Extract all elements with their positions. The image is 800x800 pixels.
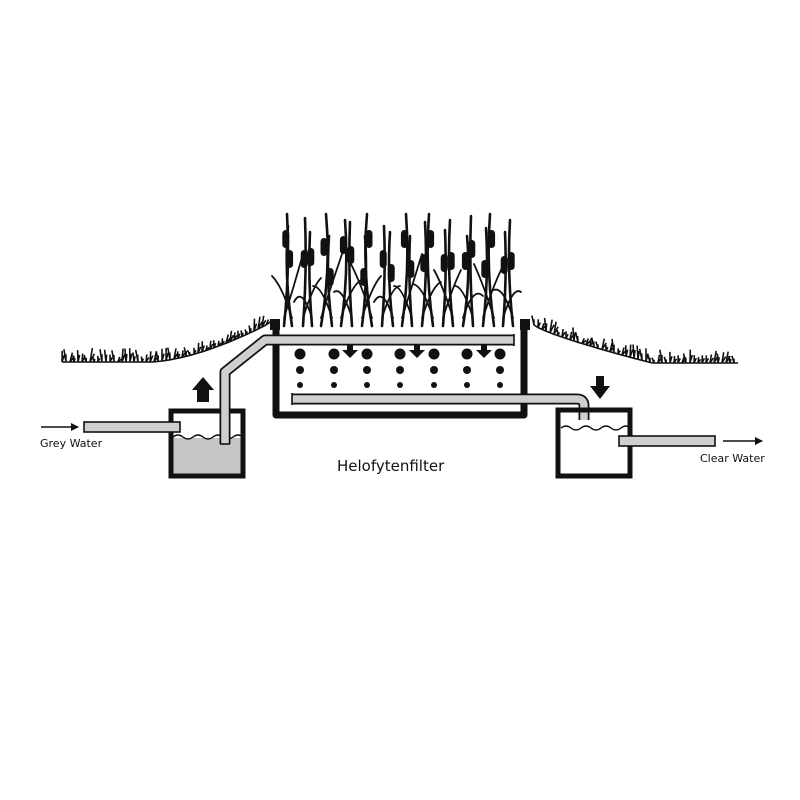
reed-leaf — [412, 283, 434, 319]
ground-line — [533, 324, 738, 364]
grey-water-label: Grey Water — [40, 437, 103, 450]
cattail-head — [307, 248, 315, 266]
gravel-layer — [294, 348, 506, 388]
reed-leaf — [482, 267, 503, 319]
cattail-head — [461, 252, 469, 270]
grass-right — [531, 315, 738, 364]
gravel-stone-medium — [496, 366, 504, 374]
reed-leaf — [302, 277, 322, 319]
reed-leaf — [454, 285, 474, 319]
cattail-head — [468, 240, 476, 258]
grey-water-tank-water — [173, 438, 242, 474]
ground-line — [62, 324, 267, 363]
grass-blades — [531, 315, 735, 364]
basin-rim-right — [520, 319, 530, 330]
cattail-head — [420, 254, 428, 272]
inlet-pipe — [83, 421, 181, 433]
cattail-head — [365, 230, 373, 248]
reed-leaf — [320, 253, 343, 319]
down-arrow-1 — [342, 343, 358, 358]
grass-left — [61, 315, 271, 363]
gravel-stone-small — [464, 382, 470, 388]
cattail-head — [300, 250, 308, 268]
reed-leaf — [473, 263, 495, 319]
lift-pipe — [221, 336, 514, 444]
reed-leaf — [381, 285, 401, 319]
gravel-stone-large — [461, 348, 473, 360]
cattail-head — [427, 230, 435, 248]
outlet-pipe — [618, 435, 716, 447]
reed-leaf — [393, 285, 413, 319]
gravel-stone-small — [364, 382, 370, 388]
cattail-head — [339, 236, 347, 254]
reed-plants — [271, 212, 522, 328]
reed-leaf — [442, 269, 462, 319]
reed-leaf — [462, 292, 484, 319]
gravel-stone-medium — [396, 366, 404, 374]
cattail-head — [447, 252, 455, 270]
cattail-head — [407, 260, 415, 278]
gravel-stone-medium — [296, 366, 304, 374]
cattail-head — [326, 268, 334, 286]
reed-leaf — [401, 253, 423, 319]
clear-water-tank-surface — [560, 425, 632, 431]
gravel-stone-medium — [430, 366, 438, 374]
cattail-head — [400, 230, 408, 248]
reed-leaf — [312, 285, 333, 319]
basin-rim-left — [270, 319, 280, 330]
gravel-stone-small — [331, 382, 337, 388]
gravel-stone-large — [494, 348, 506, 360]
grass-blades — [61, 315, 271, 363]
gravel-stone-medium — [463, 366, 471, 374]
filter-basin — [272, 322, 528, 419]
helofytenfilter-label: Helofytenfilter — [337, 457, 445, 475]
gravel-stone-large — [361, 348, 373, 360]
cattail-head — [379, 250, 387, 268]
grey-water-tank-surface — [172, 434, 244, 440]
reed-stem — [461, 234, 470, 328]
clear-water-label: Clear Water — [700, 452, 765, 465]
drain-pipe — [292, 395, 588, 420]
reed-leaf — [502, 290, 522, 319]
grey-water-tank — [168, 408, 246, 479]
reed-leaf — [293, 295, 313, 319]
cattail-head — [440, 254, 448, 272]
gravel-stone-large — [294, 348, 306, 360]
gravel-stone-small — [431, 382, 437, 388]
reed-leaf — [373, 295, 394, 319]
gravel-stone-small — [297, 382, 303, 388]
gravel-stone-medium — [363, 366, 371, 374]
gravel-stone-large — [394, 348, 406, 360]
reed-leaf — [361, 275, 382, 319]
down-arrow-2 — [409, 343, 425, 358]
cattail-head — [507, 252, 515, 270]
cattail-head — [286, 250, 294, 268]
reed-leaf — [433, 269, 454, 319]
reed-leaf — [333, 290, 353, 319]
reed-leaf — [350, 263, 373, 319]
cattail-head — [500, 256, 508, 274]
gravel-stone-small — [497, 382, 503, 388]
gravel-stone-large — [428, 348, 440, 360]
gravel-stone-small — [397, 382, 403, 388]
drain-down-arrow — [590, 376, 610, 399]
down-arrow-3 — [476, 343, 492, 358]
cattail-head — [347, 246, 355, 264]
cattail-head — [488, 230, 496, 248]
cattail-head — [320, 238, 328, 256]
reed-leaf — [271, 275, 293, 319]
cattail-head — [481, 260, 489, 278]
cattail-head — [387, 264, 395, 282]
filter-flow-arrows — [342, 343, 492, 358]
gravel-stone-large — [328, 348, 340, 360]
pump-up-arrow — [192, 377, 214, 402]
reed-leaf — [493, 288, 514, 319]
gravel-stone-medium — [330, 366, 338, 374]
